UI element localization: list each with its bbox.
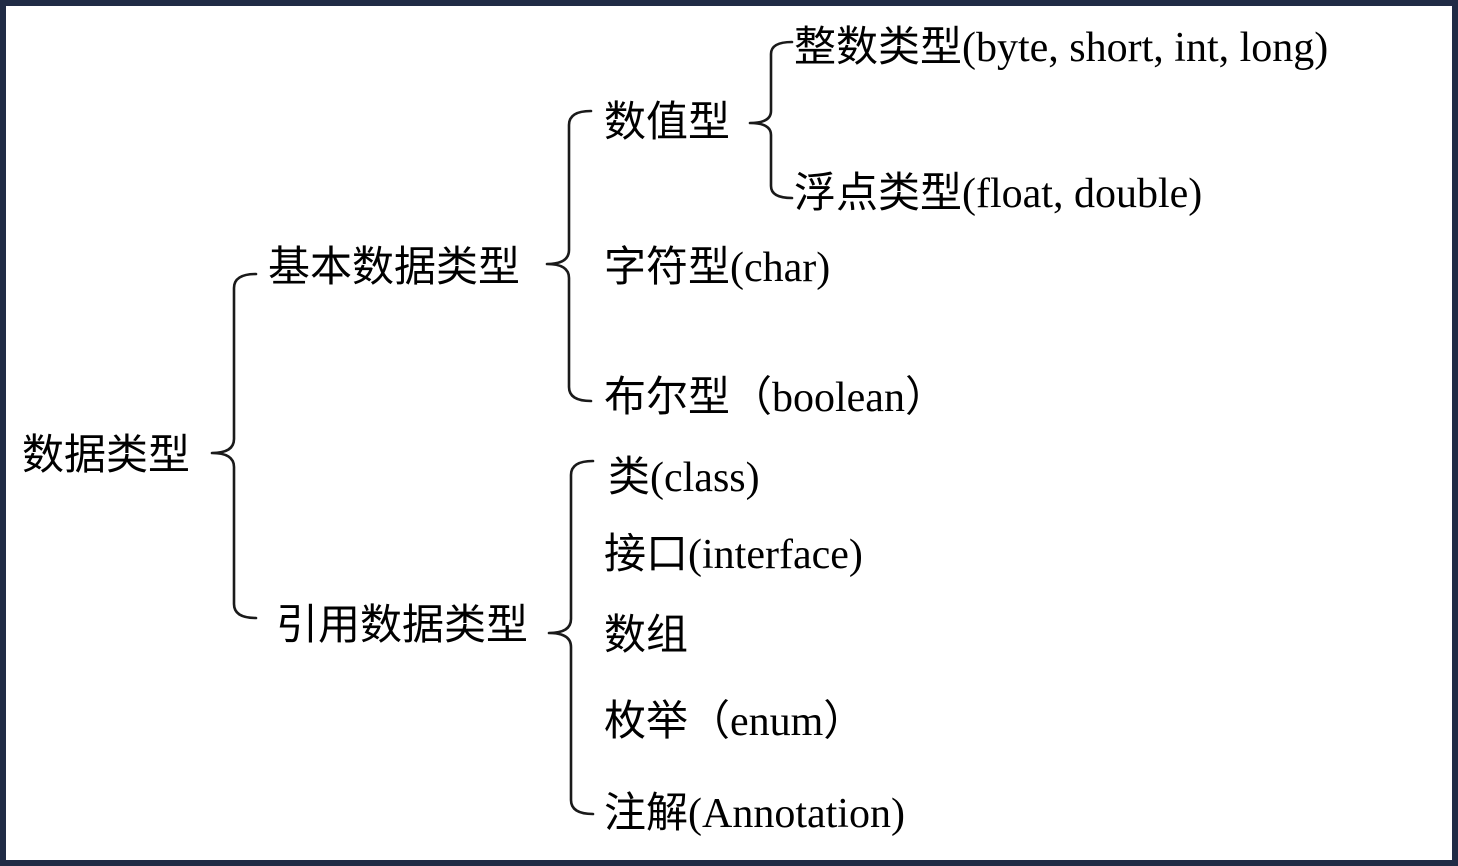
node-floating: 浮点类型(float, double) [794, 171, 1203, 217]
node-primitive: 基本数据类型 [268, 245, 521, 291]
brace-reference [547, 459, 595, 816]
node-root: 数据类型 [22, 433, 191, 479]
node-class: 类(class) [608, 455, 760, 501]
brace-numeric [748, 40, 794, 200]
node-enum: 枚举（enum） [604, 699, 866, 745]
node-reference: 引用数据类型 [276, 603, 529, 649]
node-boolean: 布尔型（boolean） [604, 375, 947, 421]
brace-primitive [545, 109, 593, 403]
node-array: 数组 [604, 613, 689, 659]
node-numeric: 数值型 [604, 100, 731, 146]
brace-layer [210, 40, 794, 816]
node-char: 字符型(char) [604, 245, 831, 291]
brace-root [210, 272, 258, 620]
node-annotation: 注解(Annotation) [604, 791, 905, 837]
node-interface: 接口(interface) [604, 532, 863, 578]
node-integer: 整数类型(byte, short, int, long) [794, 25, 1329, 71]
